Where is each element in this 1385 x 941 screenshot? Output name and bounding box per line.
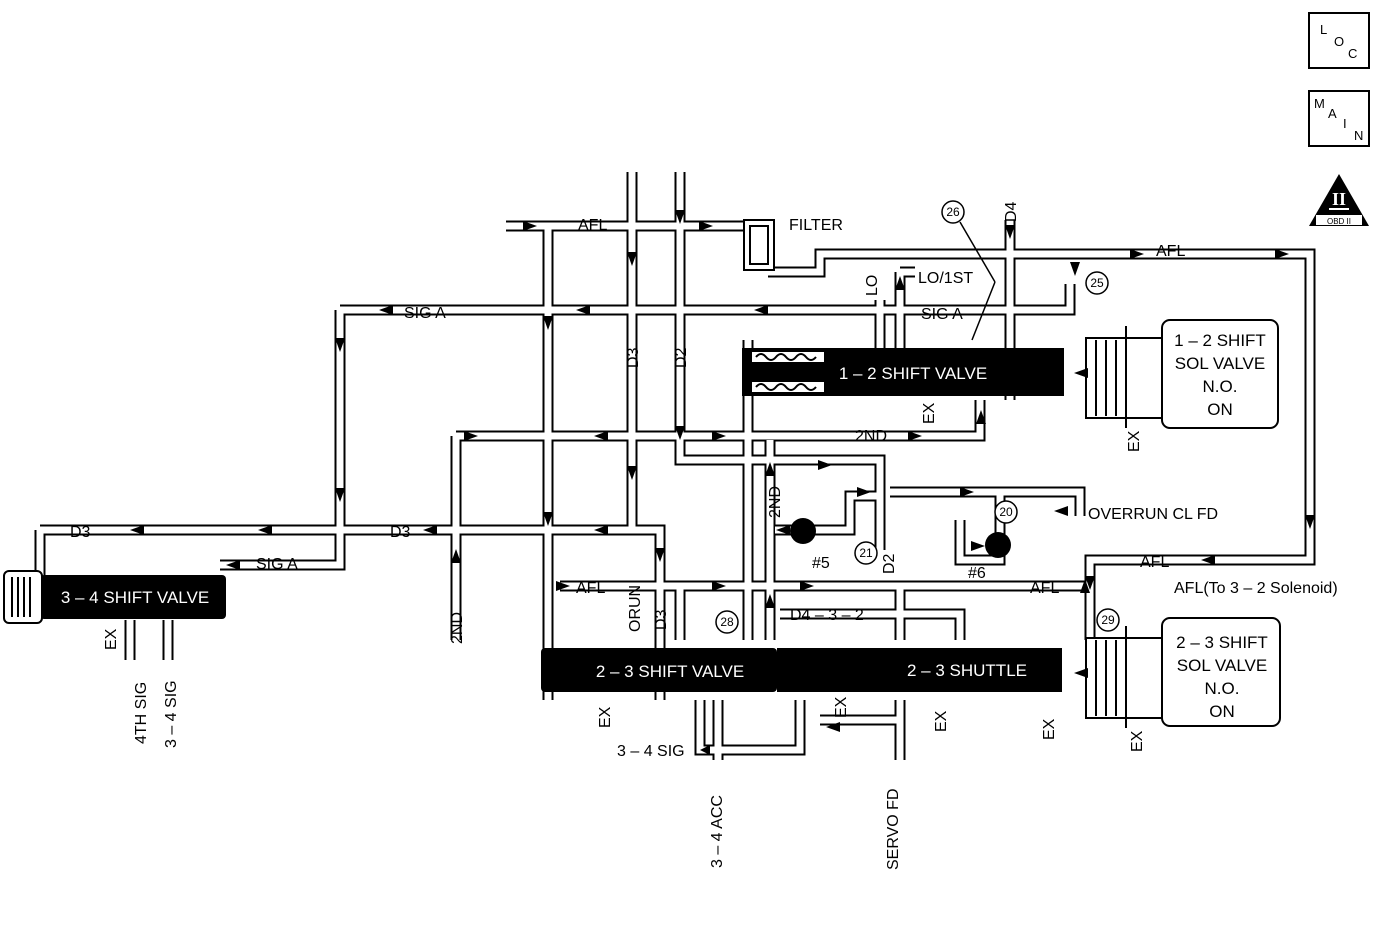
- label-2nd-h: 2ND: [855, 428, 887, 445]
- svg-text:28: 28: [720, 615, 734, 629]
- label-d3-v: D3: [625, 347, 642, 368]
- sol23-line3: N.O.: [1205, 679, 1240, 698]
- callout-26: 26: [941, 200, 965, 224]
- check-ball-6-icon: [985, 532, 1011, 558]
- label-filter: FILTER: [789, 217, 843, 234]
- label-2nd-v1: 2ND: [449, 612, 466, 644]
- svg-text:29: 29: [1101, 613, 1115, 627]
- label-d432: D4 – 3 – 2: [790, 607, 864, 624]
- label-acc34: 3 – 4 ACC: [709, 795, 726, 868]
- solenoid-12: 1 – 2 SHIFT SOL VALVE N.O. ON: [1085, 319, 1279, 429]
- label-afl-mid: AFL: [576, 580, 605, 597]
- loc-letter-c: C: [1348, 46, 1358, 61]
- sol12-line4: ON: [1207, 400, 1233, 419]
- valve-12-label: 1 – 2 SHIFT VALVE: [839, 364, 987, 383]
- sol23-line1: 2 – 3 SHIFT: [1176, 633, 1268, 652]
- label-lo: LO: [864, 275, 881, 296]
- label-ex-5: EX: [1041, 718, 1058, 740]
- label-d3-left: D3: [70, 524, 91, 541]
- main-letter-i: I: [1343, 116, 1347, 131]
- label-num6: #6: [968, 565, 986, 582]
- loc-letter-l: L: [1320, 22, 1328, 37]
- label-afl-mid2: AFL: [1030, 580, 1059, 597]
- main-letter-m: M: [1314, 96, 1325, 111]
- label-d2-v2: D2: [881, 553, 898, 574]
- valve-34-body: [40, 575, 226, 619]
- callout-25: 25: [1085, 271, 1109, 295]
- label-afl-to32: AFL(To 3 – 2 Solenoid): [1174, 580, 1338, 597]
- obd-caption: OBD II: [1327, 217, 1351, 226]
- solenoid-23: 2 – 3 SHIFT SOL VALVE N.O. ON: [1085, 617, 1281, 728]
- label-ex-3: EX: [833, 696, 850, 718]
- label-sig34-v: 3 – 4 SIG: [163, 680, 180, 748]
- main-letter-a: A: [1328, 106, 1337, 121]
- label-ex-6: EX: [1129, 730, 1146, 752]
- label-ex-2: EX: [597, 706, 614, 728]
- sol12-line1: 1 – 2 SHIFT: [1174, 331, 1266, 350]
- label-siga-mid: SIG A: [921, 306, 963, 323]
- svg-text:21: 21: [859, 546, 873, 560]
- label-lo1st: LO/1ST: [918, 270, 973, 287]
- label-2nd-v2: 2ND: [767, 486, 784, 518]
- svg-text:25: 25: [1090, 276, 1104, 290]
- callout-29: 29: [1096, 608, 1120, 632]
- callout-28: 28: [715, 610, 739, 634]
- label-d4: D4: [1003, 201, 1020, 222]
- valve-23-label: 2 – 3 SHIFT VALVE: [596, 662, 744, 681]
- label-afl-right: AFL: [1156, 243, 1185, 260]
- label-4th-sig: 4TH SIG: [133, 682, 150, 744]
- obd-numeral: II: [1332, 189, 1346, 209]
- label-afl-sol: AFL: [1140, 554, 1169, 571]
- label-ex-7: EX: [921, 402, 938, 424]
- label-siga-left: SIG A: [256, 556, 298, 573]
- label-d2-v: D2: [673, 347, 690, 368]
- shuttle-23-body: [887, 648, 1062, 692]
- shuttle-23-label: 2 – 3 SHUTTLE: [907, 661, 1027, 680]
- label-d3-mid: D3: [390, 524, 411, 541]
- valve-23-body: [541, 648, 777, 692]
- fluid-passages: [34, 172, 1316, 760]
- loc-letter-o: O: [1334, 34, 1345, 49]
- label-d3-v2: D3: [653, 609, 670, 630]
- main-button[interactable]: M A I N: [1308, 90, 1370, 147]
- sol23-line4: ON: [1209, 702, 1235, 721]
- label-servo: SERVO FD: [885, 789, 902, 871]
- label-num5: #5: [812, 555, 830, 572]
- label-ex-4: EX: [933, 710, 950, 732]
- label-ex-1: EX: [103, 628, 120, 650]
- sol12-line2: SOL VALVE: [1175, 354, 1265, 373]
- label-afl-top: AFL: [578, 217, 607, 234]
- svg-text:26: 26: [946, 205, 960, 219]
- callout-20: 20: [994, 500, 1018, 524]
- sol23-line2: SOL VALVE: [1177, 656, 1267, 675]
- label-siga-top: SIG A: [404, 305, 446, 322]
- loc-button[interactable]: L O C: [1308, 12, 1370, 69]
- check-ball-5-icon: [790, 518, 816, 544]
- obd-ii-icon[interactable]: II OBD II: [1307, 172, 1371, 228]
- label-sig34-h: 3 – 4 SIG: [617, 743, 685, 760]
- callout-21: 21: [854, 541, 878, 565]
- svg-text:20: 20: [999, 505, 1013, 519]
- label-orun: ORUN: [627, 585, 644, 632]
- main-letter-n: N: [1354, 128, 1364, 143]
- sol12-line3: N.O.: [1203, 377, 1238, 396]
- valve-34-label: 3 – 4 SHIFT VALVE: [61, 588, 209, 607]
- label-ex-8: EX: [1126, 430, 1143, 452]
- label-overrun: OVERRUN CL FD: [1088, 506, 1218, 523]
- filter-icon: [743, 219, 775, 271]
